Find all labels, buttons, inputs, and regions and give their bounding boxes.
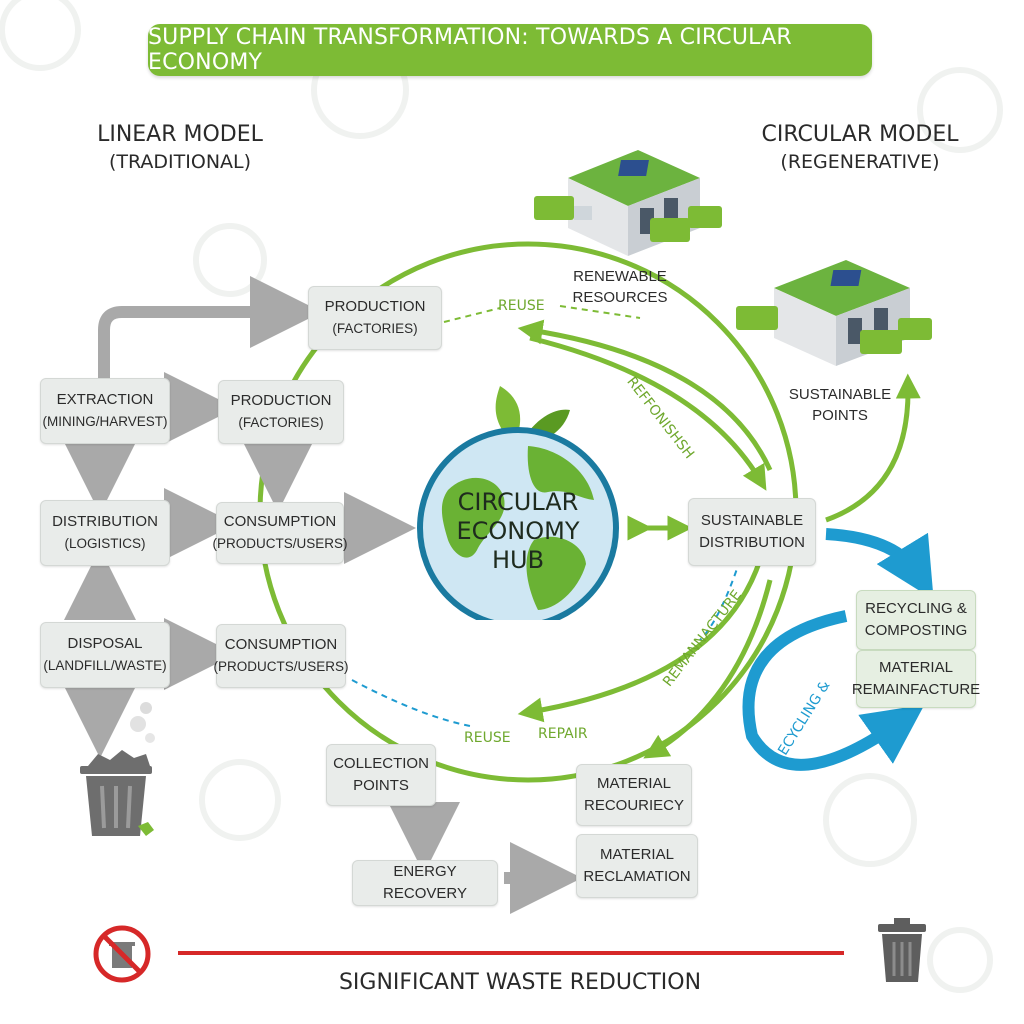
arrow-remanufacture xyxy=(517,559,763,723)
box-line: PRODUCTION xyxy=(230,392,332,409)
sustainable-points-line2: POINTS xyxy=(812,407,868,424)
box-line: RECYCLING & xyxy=(865,600,967,617)
label-reuse-top: REUSE xyxy=(498,298,545,314)
box-line: EXTRACTION xyxy=(56,391,154,408)
trash-bin-icon xyxy=(80,702,155,836)
no-waste-icon xyxy=(93,925,151,983)
box-material-recovery: MATERIAL RECOURIECY xyxy=(576,764,692,826)
box-line: CONSUMPTION xyxy=(224,636,338,653)
box-distribution: DISTRIBUTION (LOGISTICS) xyxy=(40,500,170,566)
hub-line3: HUB xyxy=(491,546,545,574)
circular-model-title: CIRCULAR MODEL xyxy=(761,122,959,147)
trash-can-icon xyxy=(878,918,926,982)
hub-line1: CIRCULAR xyxy=(457,488,579,516)
factory-renewable-icon xyxy=(534,150,722,256)
box-line: DISTRIBUTION xyxy=(699,534,805,551)
renewable-resources-label: RENEWABLE RESOURCES xyxy=(560,266,680,308)
arrow-to-material-recovery xyxy=(643,579,773,759)
box-material-remanufacture: MATERIAL REMAINFACTURE xyxy=(852,650,980,708)
box-recycling-composting: RECYCLING & COMPOSTING xyxy=(856,590,976,650)
box-consumption: CONSUMPTION (PRODUCTS/USERS) xyxy=(213,502,348,564)
box-line: COMPOSTING xyxy=(864,622,968,639)
box-sub: (FACTORIES) xyxy=(238,415,324,430)
box-line: SUSTAINABLE xyxy=(700,512,804,529)
box-extraction: EXTRACTION (MINING/HARVEST) xyxy=(40,378,170,444)
box-production: PRODUCTION (FACTORIES) xyxy=(218,380,344,444)
arrow-refurbish-loop xyxy=(517,319,773,472)
arrow-reuse-loop xyxy=(529,335,767,491)
hub-label: CIRCULAR ECONOMY HUB xyxy=(418,488,618,575)
renewable-line1: RENEWABLE xyxy=(573,268,667,285)
box-sub: (PRODUCTS/USERS) xyxy=(212,536,348,551)
box-line: RECOURIECY xyxy=(583,797,684,814)
box-line: DISPOSAL xyxy=(67,635,143,652)
sustainable-points-line1: SUSTAINABLE xyxy=(788,386,892,403)
arrow-to-sustainable-points xyxy=(825,373,921,523)
box-energy-recovery: ENERGY RECOVERY xyxy=(352,860,498,906)
box-line: REMAINFACTURE xyxy=(851,681,981,698)
label-reuse-bottom: REUSE xyxy=(464,730,511,746)
box-line: ENERGY RECOVERY xyxy=(383,863,467,902)
waste-reduction-label: SIGNIFICANT WASTE REDUCTION xyxy=(338,970,702,995)
box-sub: (PRODUCTS/USERS) xyxy=(213,659,349,674)
sustainable-points-label: SUSTAINABLE POINTS xyxy=(780,384,900,426)
globe-icon xyxy=(417,386,619,620)
box-material-reclamation: MATERIAL RECLAMATION xyxy=(576,834,698,898)
linear-model-subtitle: (TRADITIONAL) xyxy=(108,151,252,173)
box-sub: (LOGISTICS) xyxy=(64,536,146,551)
box-line: MATERIAL xyxy=(600,846,674,863)
renewable-line2: RESOURCES xyxy=(572,289,668,306)
factory-sustainable-icon xyxy=(736,260,932,366)
box-line: COLLECTION xyxy=(333,755,429,772)
box-sub: (LANDFILL/WASTE) xyxy=(43,658,167,673)
blue-recycle-loop xyxy=(742,610,925,771)
page-title: SUPPLY CHAIN TRANSFORMATION: TOWARDS A C… xyxy=(148,24,872,76)
box-production-top: PRODUCTION (FACTORIES) xyxy=(308,286,442,350)
box-line: DISTRIBUTION xyxy=(52,513,158,530)
box-line: MATERIAL xyxy=(879,659,953,676)
circular-model-subtitle: (REGENERATIVE) xyxy=(780,151,940,173)
arrow-extraction-to-top-production xyxy=(98,276,322,378)
box-line: MATERIAL xyxy=(597,775,671,792)
box-collection-points: COLLECTION POINTS xyxy=(326,744,436,806)
box-line: PRODUCTION xyxy=(324,298,426,315)
linear-model-title: LINEAR MODEL xyxy=(97,122,263,147)
circular-model-heading: CIRCULAR MODEL (REGENERATIVE) xyxy=(740,122,980,173)
hub-line2: ECONOMY xyxy=(456,517,580,545)
box-disposal: DISPOSAL (LANDFILL/WASTE) xyxy=(40,622,170,688)
blue-arrow-to-recycling xyxy=(825,528,934,600)
label-repair: REPAIR xyxy=(538,726,588,742)
box-sub: (FACTORIES) xyxy=(332,321,418,336)
box-sub: (MINING/HARVEST) xyxy=(42,414,168,429)
box-sustainable-distribution: SUSTAINABLE DISTRIBUTION xyxy=(688,498,816,566)
linear-model-heading: LINEAR MODEL (TRADITIONAL) xyxy=(60,122,300,173)
box-consumption-lower: CONSUMPTION (PRODUCTS/USERS) xyxy=(213,624,349,688)
box-line: POINTS xyxy=(353,777,409,794)
box-line: RECLAMATION xyxy=(583,868,691,885)
box-line: CONSUMPTION xyxy=(223,513,337,530)
